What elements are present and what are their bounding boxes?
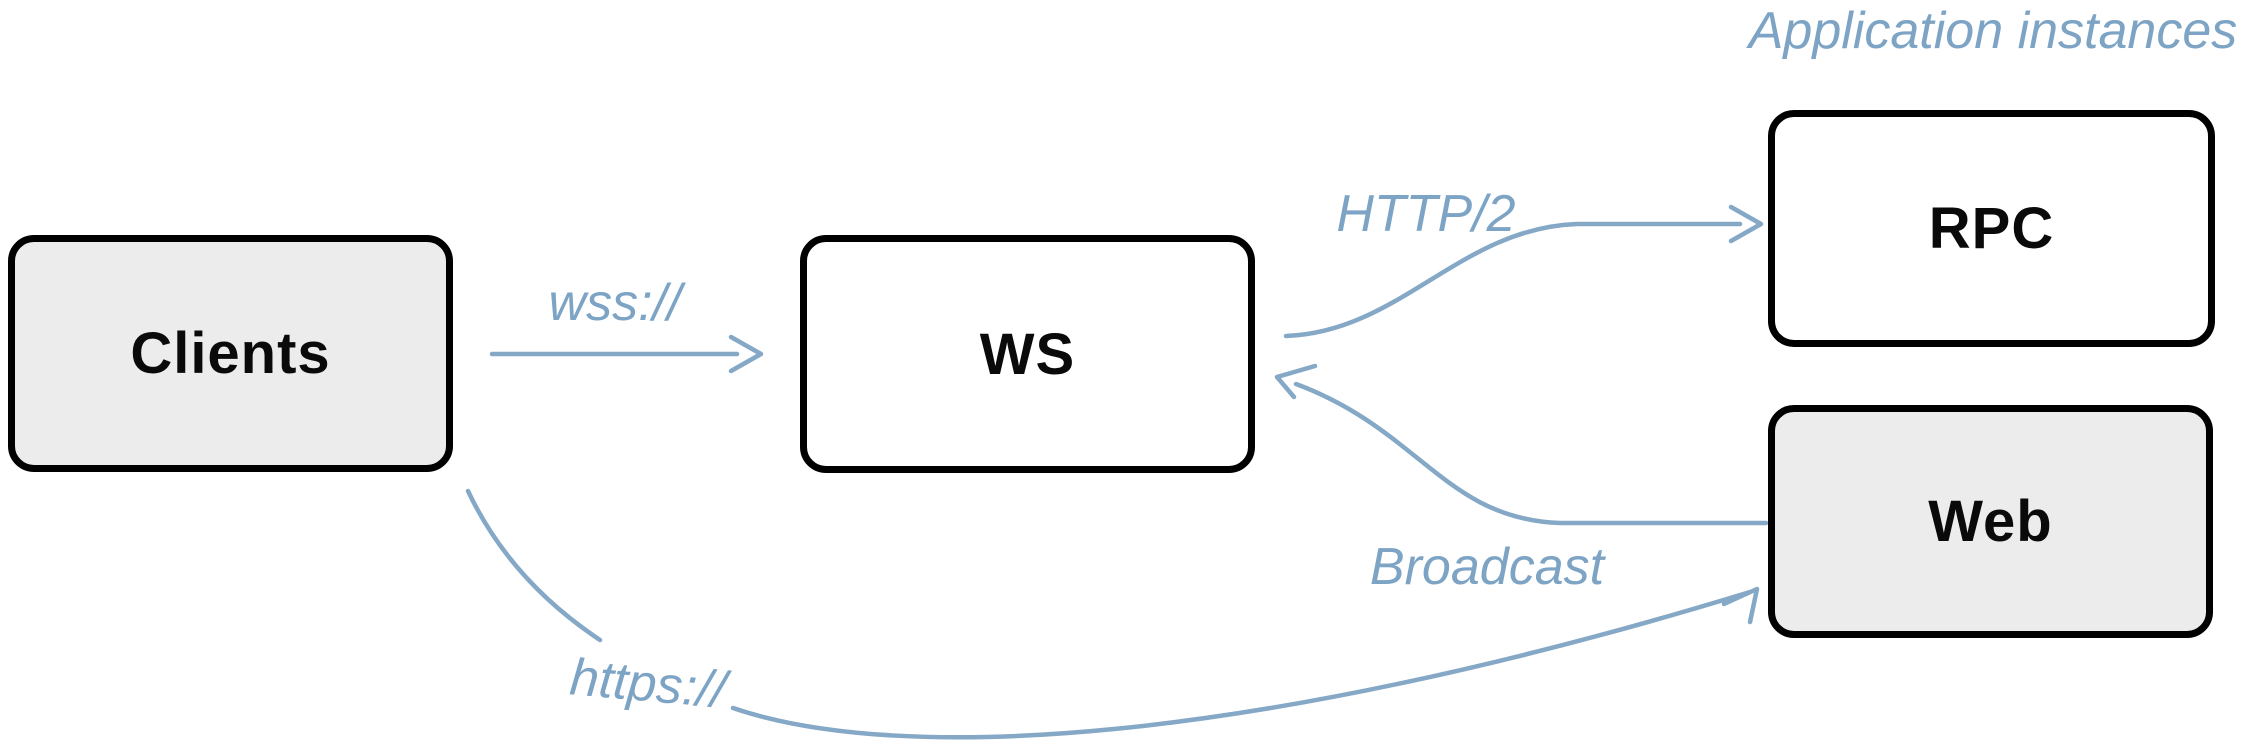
application-instances-annotation: Application instances [1748, 2, 2238, 60]
edge-wss-arrow [489, 334, 764, 374]
node-clients[interactable]: Clients [8, 235, 453, 472]
edge-http2-label: HTTP/2 [1336, 185, 1516, 243]
node-ws[interactable]: WS [800, 235, 1255, 473]
node-ws-label: WS [979, 321, 1076, 387]
edge-https-arrow [465, 488, 1760, 740]
edge-wss-label: wss:// [548, 274, 682, 332]
edge-http2-arrow [1283, 204, 1764, 339]
node-rpc[interactable]: RPC [1768, 110, 2215, 347]
edge-broadcast-label: Broadcast [1369, 538, 1605, 596]
node-rpc-label: RPC [1928, 196, 2055, 261]
node-clients-label: Clients [130, 321, 331, 386]
edge-broadcast-arrow [1274, 363, 1769, 526]
node-web-label: Web [1928, 489, 2053, 554]
node-web[interactable]: Web [1768, 405, 2213, 638]
